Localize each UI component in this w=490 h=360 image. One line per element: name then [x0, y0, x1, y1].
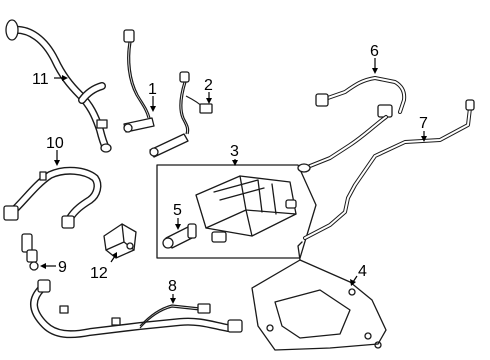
- callout-8: 8: [168, 278, 177, 295]
- part-10-harness: [3, 166, 102, 229]
- callout-11: 11: [32, 71, 49, 88]
- part-9-connector: [21, 233, 39, 271]
- callout-5: 5: [173, 202, 182, 219]
- callout-6: 6: [370, 43, 379, 60]
- part-3-canister-group: [156, 164, 317, 259]
- leader-lines: [40, 58, 427, 304]
- part-4-bracket: [251, 241, 387, 351]
- part-1-sensor: [123, 29, 155, 133]
- callout-3: 3: [230, 143, 239, 160]
- callout-9: 9: [58, 259, 67, 276]
- callout-2: 2: [204, 77, 213, 94]
- part-6-vapor-tube: [297, 76, 407, 173]
- part-7-tube: [303, 99, 475, 240]
- callout-4: 4: [358, 263, 367, 280]
- part-12-sensor-module: [103, 223, 137, 259]
- callout-12: 12: [90, 265, 108, 282]
- part-8-harness: [30, 279, 243, 339]
- callout-1: 1: [148, 81, 157, 98]
- part-5-purge-valve: [162, 223, 197, 249]
- callout-labels: 11 1 2 3 5 6 7 10 9 12 8 4: [32, 43, 428, 295]
- part-2-sensor: [149, 71, 213, 158]
- callout-10: 10: [46, 135, 64, 152]
- charcoal-canister: [195, 175, 297, 243]
- callout-7: 7: [419, 115, 428, 132]
- part-11-vapor-hose: [5, 19, 112, 153]
